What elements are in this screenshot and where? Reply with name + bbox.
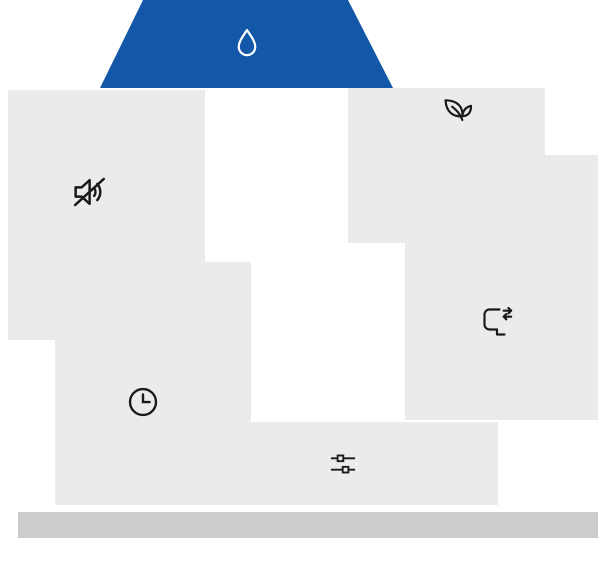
tile-connection[interactable]	[405, 155, 598, 420]
water-connection-swap-icon	[477, 302, 517, 342]
tile-settings[interactable]	[205, 422, 498, 505]
leaf-icon	[438, 92, 478, 132]
sliders-icon	[326, 447, 360, 481]
bottom-bar	[18, 512, 598, 538]
water-drop-icon	[228, 25, 266, 63]
volume-muted-icon	[67, 169, 113, 215]
header-banner	[100, 0, 393, 88]
clock-icon	[124, 383, 162, 421]
